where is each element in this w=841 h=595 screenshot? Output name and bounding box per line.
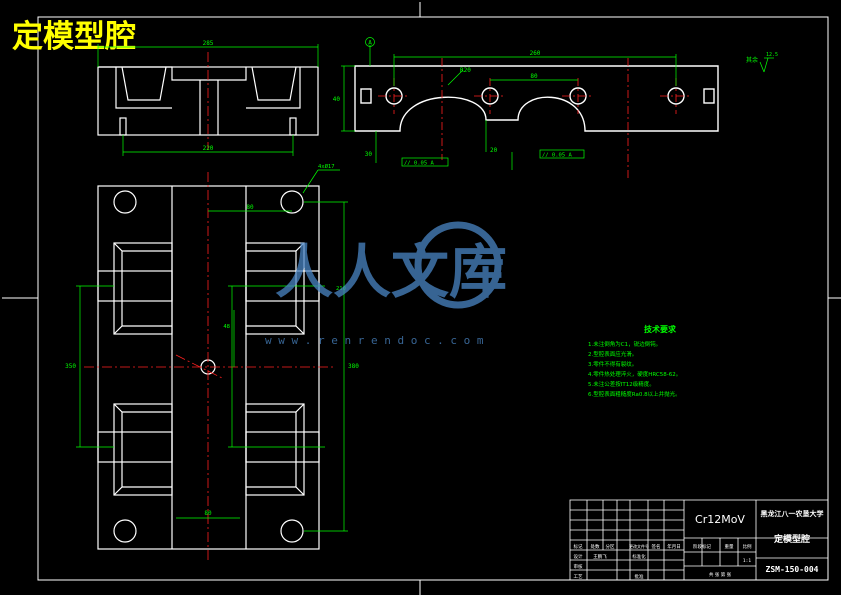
university-name: 黑龙江八一农垦大学 — [761, 509, 824, 518]
header-cell: 处数 — [591, 543, 600, 550]
side-view-dim-top: 260 — [530, 50, 541, 57]
plan-view-dim-right: 380 — [348, 363, 359, 370]
tech-req-item: 5.未注公差按IT12级精度。 — [588, 380, 655, 388]
tolerance-frame-left — [401, 157, 449, 167]
sheets-label: 共 张 第 张 — [709, 571, 732, 578]
hole-label: 4xØ17 — [318, 163, 335, 170]
tech-req-item: 3.零件不得有裂纹。 — [588, 360, 637, 368]
section-mark: A — [368, 40, 372, 47]
watermark-url: w w w . r e n r e n d o c . c o m — [265, 334, 484, 347]
material: Cr12MoV — [695, 513, 745, 526]
technical-requirements: 技术要求 1.未注倒角为C1，锐边倒钝。 2.型腔表面应光滑。 3.零件不得有裂… — [588, 324, 681, 398]
header-cell: 标记 — [574, 543, 583, 550]
side-view-dim-radius: R20 — [460, 67, 471, 74]
drawing-title: 定模型腔 — [12, 19, 136, 55]
side-view: A 260 80 40 30 20 R20 // 0.05 A // 0.05 … — [333, 37, 778, 180]
tolerance-left: // 0.05 A — [404, 161, 434, 167]
watermark-text: 人人文库 — [275, 238, 507, 306]
designer-name: 王鹏飞 — [593, 553, 607, 560]
plan-view-dim-inner: 210 — [336, 286, 346, 292]
plan-view-dim-small: 48 — [223, 324, 230, 330]
stage-label: 阶段标记 — [693, 543, 711, 550]
watermark-logo-icon — [414, 221, 502, 309]
tech-req-heading: 技术要求 — [644, 324, 677, 334]
weight-label: 重量 — [725, 543, 734, 550]
header-cell: 更改文件号 — [629, 543, 649, 549]
row-review: 审核 — [574, 563, 583, 570]
scale-label: 比例 — [743, 543, 752, 550]
top-view: 285 220 — [97, 40, 319, 156]
header-cell: 年月日 — [667, 543, 681, 550]
top-view-dim-width: 285 — [203, 40, 214, 47]
plan-view-dim-top: 80 — [246, 204, 254, 211]
tech-req-item: 1.未注倒角为C1，锐边倒钝。 — [588, 340, 661, 348]
roughness-value: 12.5 — [766, 52, 778, 58]
tech-req-item: 6.型腔表面粗糙度Ra0.8以上并抛光。 — [588, 390, 681, 398]
plan-view-dim-left: 350 — [65, 363, 76, 370]
side-view-dim-height: 40 — [333, 96, 341, 103]
plan-view-dim-bottom: 80 — [204, 510, 212, 517]
tech-req-item: 4.零件热处理淬火，硬度HRC58-62。 — [588, 370, 681, 378]
header-cell: 分区 — [606, 543, 615, 550]
header-cell: 签名 — [652, 543, 661, 550]
tolerance-right: // 0.05 A — [542, 153, 572, 159]
row-approve: 批准 — [635, 573, 644, 580]
watermark: 人人文库 w w w . r e n r e n d o c . c o m — [265, 221, 507, 347]
roughness-label: 其余 — [746, 56, 758, 64]
scale-value: 1:1 — [743, 558, 751, 564]
drawing-number: ZSM-150-004 — [766, 565, 819, 574]
tolerance-frame-right — [539, 149, 585, 159]
part-name: 定模型腔 — [773, 533, 810, 545]
title-block: Cr12MoV 黑龙江八一农垦大学 定模型腔 ZSM-150-004 1:1 标… — [569, 499, 829, 581]
row-standard: 标准化 — [632, 553, 646, 560]
tech-req-item: 2.型腔表面应光滑。 — [588, 350, 637, 358]
row-design: 设计 — [574, 553, 583, 560]
row-process: 工艺 — [574, 574, 583, 580]
side-view-dim-bottom-left: 30 — [365, 151, 373, 158]
side-view-dim-bottom-right: 20 — [490, 147, 498, 154]
side-view-dim-mid: 80 — [530, 73, 538, 80]
plan-view: 4xØ17 80 350 380 210 48 80 — [65, 163, 359, 560]
top-view-dim-inner: 220 — [203, 145, 214, 152]
